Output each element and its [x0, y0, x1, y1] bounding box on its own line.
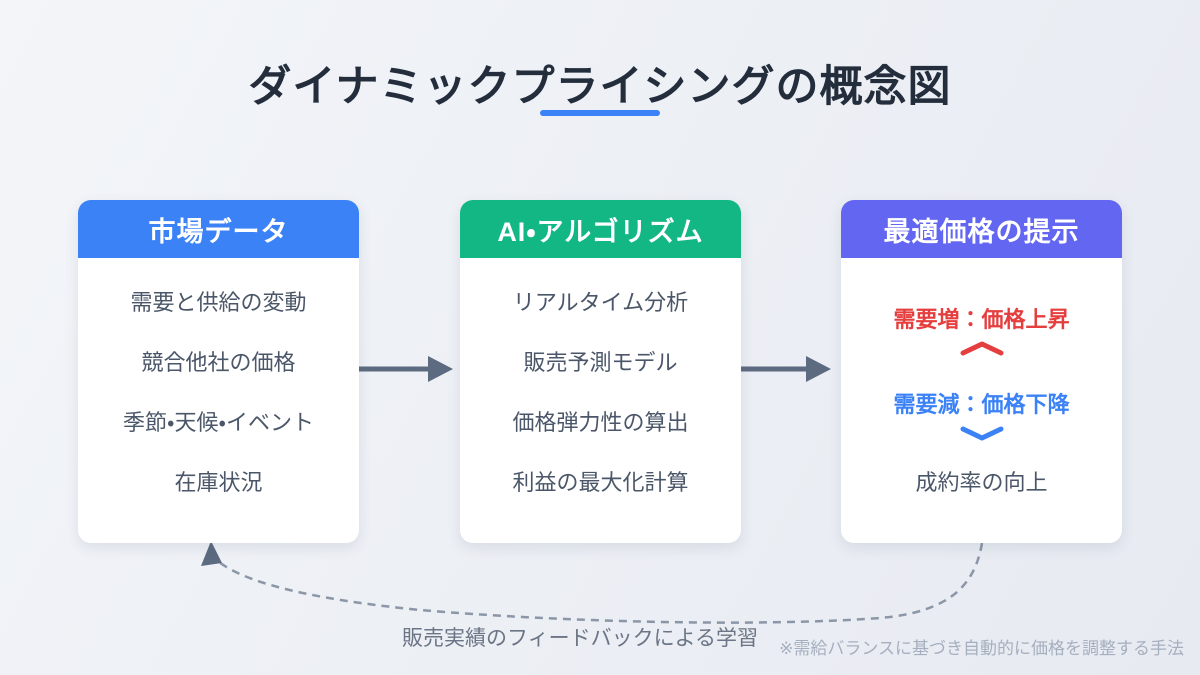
arrow-ai-to-price-icon [741, 356, 831, 382]
list-item: 販売予測モデル [523, 349, 678, 375]
optimal-price-card-body: 需要増：価格上昇 需要減：価格下降 成約率の向上 [841, 258, 1122, 543]
price-up-chevron-icon [960, 341, 1003, 355]
title-underline-divider [540, 110, 660, 116]
page-title: ダイナミックプライシングの概念図 [248, 63, 952, 111]
market-data-card-title: 市場データ [148, 216, 289, 247]
ai-algorithm-card: AI・アルゴリズム リアルタイム分析 販売予測モデル 価格弾力性の算出 利益の最… [460, 200, 741, 543]
market-data-card-body: 需要と供給の変動 競合他社の価格 季節・天候・イベント 在庫状況 [78, 258, 359, 543]
conversion-rate-item: 成約率の向上 [915, 469, 1048, 495]
list-item: 在庫状況 [174, 469, 263, 495]
list-item: 需要と供給の変動 [130, 289, 307, 315]
list-item: 利益の最大化計算 [512, 469, 689, 495]
ai-algorithm-card-header: AI・アルゴリズム [460, 200, 741, 258]
optimal-price-card-title: 最適価格の提示 [883, 216, 1080, 247]
demand-down-label: 需要減：価格下降 [893, 391, 1070, 417]
optimal-price-card: 最適価格の提示 需要増：価格上昇 需要減：価格下降 成約率の向上 [841, 200, 1122, 543]
market-data-card: 市場データ 需要と供給の変動 競合他社の価格 季節・天候・イベント 在庫状況 [78, 200, 359, 543]
market-data-card-header: 市場データ [78, 200, 359, 258]
list-item: 価格弾力性の算出 [512, 409, 689, 435]
optimal-price-card-header: 最適価格の提示 [841, 200, 1122, 258]
feedback-loop-arrow-icon [201, 541, 984, 624]
price-down-chevron-icon [960, 426, 1003, 440]
list-item: リアルタイム分析 [512, 289, 689, 315]
arrow-market-to-ai-icon [358, 356, 453, 382]
demand-up-label: 需要増：価格上昇 [893, 306, 1070, 332]
list-item: 季節・天候・イベント [123, 409, 314, 435]
ai-algorithm-card-title: AI・アルゴリズム [497, 216, 704, 247]
ai-algorithm-card-body: リアルタイム分析 販売予測モデル 価格弾力性の算出 利益の最大化計算 [460, 258, 741, 543]
footnote: ※需給バランスに基づき自動的に価格を調整する手法 [779, 639, 1184, 658]
list-item: 競合他社の価格 [141, 349, 296, 375]
feedback-loop-label: 販売実績のフィードバックによる学習 [402, 627, 758, 650]
